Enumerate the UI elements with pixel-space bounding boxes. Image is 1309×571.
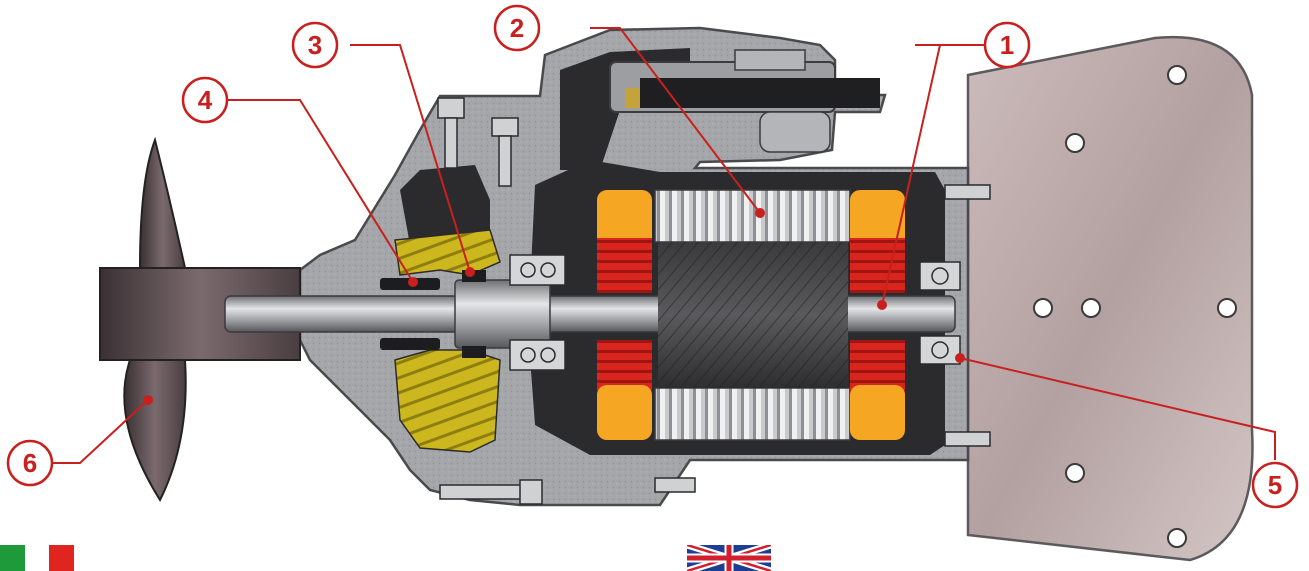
italian-flag-icon[interactable] — [0, 545, 74, 571]
shaft-collar — [454, 279, 551, 349]
cable-gland — [609, 49, 880, 153]
lower-cavity-left — [400, 165, 490, 245]
svg-text:5: 5 — [1268, 470, 1282, 500]
callout-6: 6 — [6, 439, 54, 487]
propeller-blade-bottom — [123, 359, 187, 503]
stator-top — [654, 189, 851, 243]
rear-bearing — [919, 261, 961, 365]
callout-1: 1 — [983, 21, 1031, 69]
callout-2: 2 — [493, 4, 541, 52]
winding-front — [597, 190, 652, 440]
winding-rear — [850, 190, 905, 440]
lower-seal-lower — [394, 349, 501, 453]
propeller-blade-top — [138, 136, 187, 269]
stator-bottom — [654, 387, 851, 441]
svg-text:6: 6 — [23, 448, 37, 478]
callout-leaders — [50, 27, 1276, 464]
housing-bolts — [437, 97, 991, 505]
svg-text:4: 4 — [198, 85, 213, 115]
callout-4: 4 — [181, 76, 229, 124]
callout-5: 5 — [1251, 461, 1299, 509]
propeller-hub — [99, 267, 301, 361]
mounting-plate — [966, 35, 1254, 562]
svg-text:2: 2 — [510, 13, 524, 43]
rotor-lamination — [658, 242, 848, 388]
svg-text:3: 3 — [308, 30, 322, 60]
british-flag-icon[interactable] — [687, 545, 771, 571]
mounting-plate-holes — [1033, 65, 1237, 548]
front-bearing — [509, 254, 566, 371]
callout-3: 3 — [291, 21, 339, 69]
svg-text:1: 1 — [1000, 30, 1014, 60]
